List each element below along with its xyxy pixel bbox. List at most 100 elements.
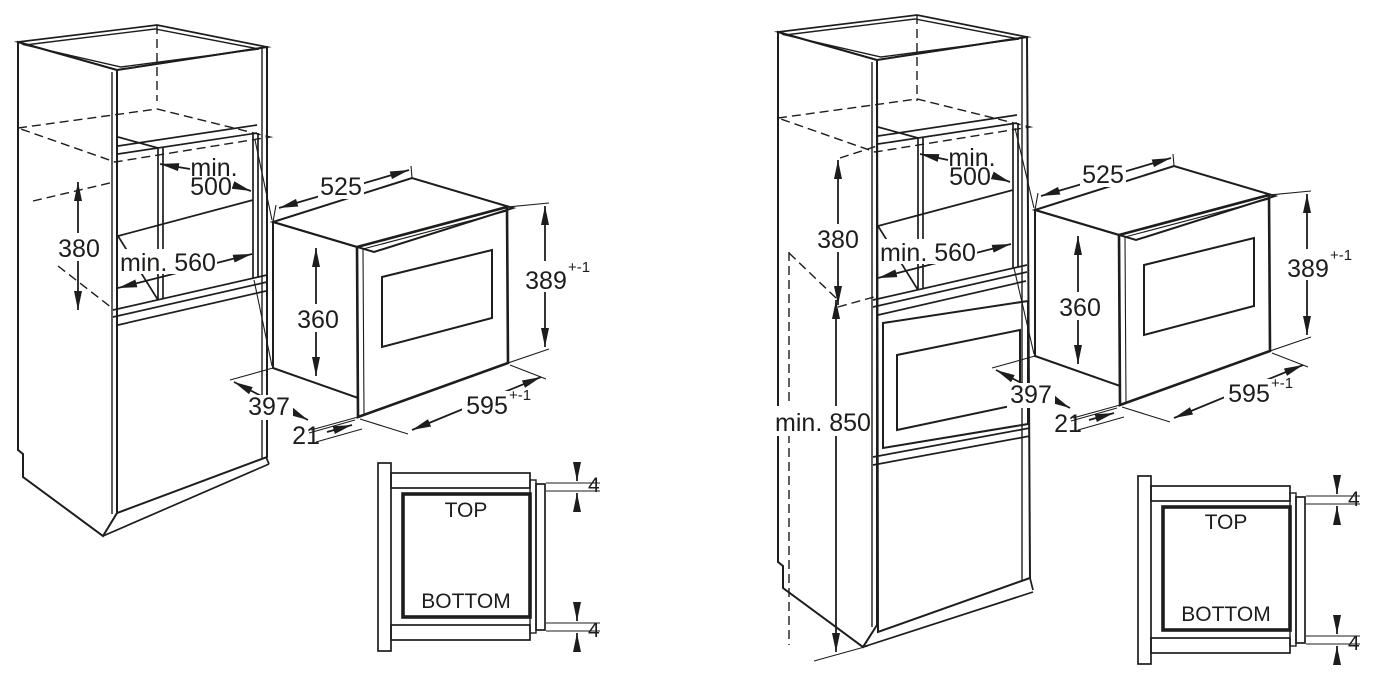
cabinet-top-rim-inner [780, 18, 1020, 58]
front-height-label: 389 [1287, 255, 1329, 283]
extension-lines [1268, 190, 1312, 352]
floor-line [813, 645, 869, 662]
dim-front-height: 389 +-1 [506, 202, 590, 364]
left-diagram: 380 min. 500 min. 560 525 [13, 24, 600, 652]
cabinet-side-face [777, 30, 878, 649]
cabinet-bottom-plank [1150, 637, 1291, 654]
dim-cavity-height: 360 [294, 248, 342, 376]
front-width-label: 595 [1228, 380, 1270, 408]
label-mask [245, 395, 293, 420]
niche-depth-label: min. 560 [120, 249, 216, 277]
cavity-height-label: 360 [297, 306, 339, 334]
arrow-left [159, 163, 191, 172]
label-mask [1224, 379, 1274, 405]
oven-bottom-strip [872, 427, 1031, 466]
microwave-door-edge [1124, 198, 1270, 404]
label-mask [776, 406, 870, 436]
niche-height-label: 380 [817, 226, 859, 254]
wall-cabinet [13, 24, 274, 538]
oven-window [896, 328, 1021, 432]
microwave-unit: 525 360 389 +-1 595 +-1 [991, 127, 1352, 438]
insertion-guide-lines [1013, 127, 1035, 355]
dim-front-width: 595 +-1 [359, 364, 547, 435]
niche-width-min-label: min. [948, 144, 995, 172]
extension-lines [1034, 153, 1175, 211]
front-width-tolerance: +-1 [509, 387, 531, 404]
front-width-label: 595 [466, 392, 508, 420]
cavity-height-label: 360 [1059, 294, 1101, 322]
gap-leader-lines-bottom [546, 622, 600, 632]
front-height-tolerance: +-1 [568, 259, 590, 276]
extension-lines [229, 367, 359, 431]
dim-niche-height: 380 [56, 182, 102, 310]
cabinet-bottom-plank [390, 624, 531, 641]
detail-top-gap-label: 4 [588, 474, 600, 497]
arrow [1088, 412, 1115, 422]
detail-bottom-gap-label: 4 [1348, 632, 1360, 655]
dim-cavity-height: 360 [1056, 236, 1104, 364]
niche-walls [117, 133, 259, 301]
door-edge-strip-inner [1295, 496, 1306, 644]
label-mask [1080, 160, 1126, 187]
microwave-window [381, 248, 493, 349]
frame-overlap-label: 21 [292, 422, 320, 450]
floor-to-niche-label: min. 850 [775, 409, 871, 437]
cabinet-top-rim-inner [20, 28, 260, 68]
label-mask [522, 261, 590, 292]
extension-lines [506, 202, 550, 364]
dim-front-height: 389 +-1 [1268, 190, 1352, 352]
cabinet-top-plank [390, 472, 531, 489]
insertion-guide-lines [253, 139, 273, 367]
niche-depth-label: min. 560 [880, 239, 976, 267]
dim-frame-overlap: 21 [1054, 407, 1125, 438]
width-top-label: 525 [320, 173, 362, 201]
cabinet-side-plank [377, 462, 392, 652]
dim-width-top: 525 [272, 165, 413, 223]
dim-depth: 397 [991, 355, 1121, 419]
mounting-detail: TOP BOTTOM 4 4 [377, 462, 600, 652]
cabinet-shelf-boards [872, 114, 1028, 316]
arrow-right [990, 171, 1011, 183]
gap-leader-lines-top [1306, 495, 1360, 505]
microwave-door [355, 205, 510, 419]
label-mask [814, 224, 862, 252]
dim-width-top: 525 [1034, 153, 1175, 211]
label-mask [1284, 249, 1352, 280]
niche-walls [877, 123, 1019, 291]
front-height-label: 389 [525, 267, 567, 295]
gap-leader-lines-bottom [1306, 635, 1360, 645]
arrow-left [919, 153, 949, 162]
arrow [326, 424, 353, 434]
niche-width-min-label: min. [190, 154, 237, 182]
cabinet-front-face [875, 35, 1032, 634]
label-mask [56, 233, 102, 261]
extension-lines [272, 165, 413, 223]
depth-label: 397 [1010, 381, 1052, 409]
depth-label: 397 [248, 393, 290, 421]
label-mask [318, 172, 364, 199]
label-mask [119, 249, 217, 274]
gap-leader-lines-top [546, 482, 600, 492]
cabinet-shelf-boards [112, 124, 268, 326]
cabinet-hidden-edges [775, 15, 1034, 645]
dim-depth: 397 [229, 367, 359, 431]
dim-front-width: 595 +-1 [1121, 352, 1309, 423]
right-diagram: 380 min. 500 min. 560 min. 850 [773, 14, 1360, 665]
extension-lines [1070, 407, 1125, 431]
microwave-door-edge [362, 210, 508, 416]
detail-bottom-gap-label: 4 [588, 619, 600, 642]
detail-top-gap-label: 4 [1348, 488, 1360, 511]
detail-bottom-label: BOTTOM [1181, 603, 1270, 626]
microwave-window [1143, 236, 1255, 337]
tall-cabinet [773, 14, 1034, 662]
width-top-label: 525 [1082, 161, 1124, 189]
cabinet-plinth [862, 577, 1034, 648]
niche-width-label: 500 [949, 163, 991, 191]
cabinet-top-rim [13, 24, 272, 71]
front-height-tolerance: +-1 [1330, 247, 1352, 264]
dim-floor-to-niche: min. 850 [775, 300, 871, 652]
niche-height-label: 380 [58, 235, 100, 263]
label-mask [462, 391, 512, 417]
